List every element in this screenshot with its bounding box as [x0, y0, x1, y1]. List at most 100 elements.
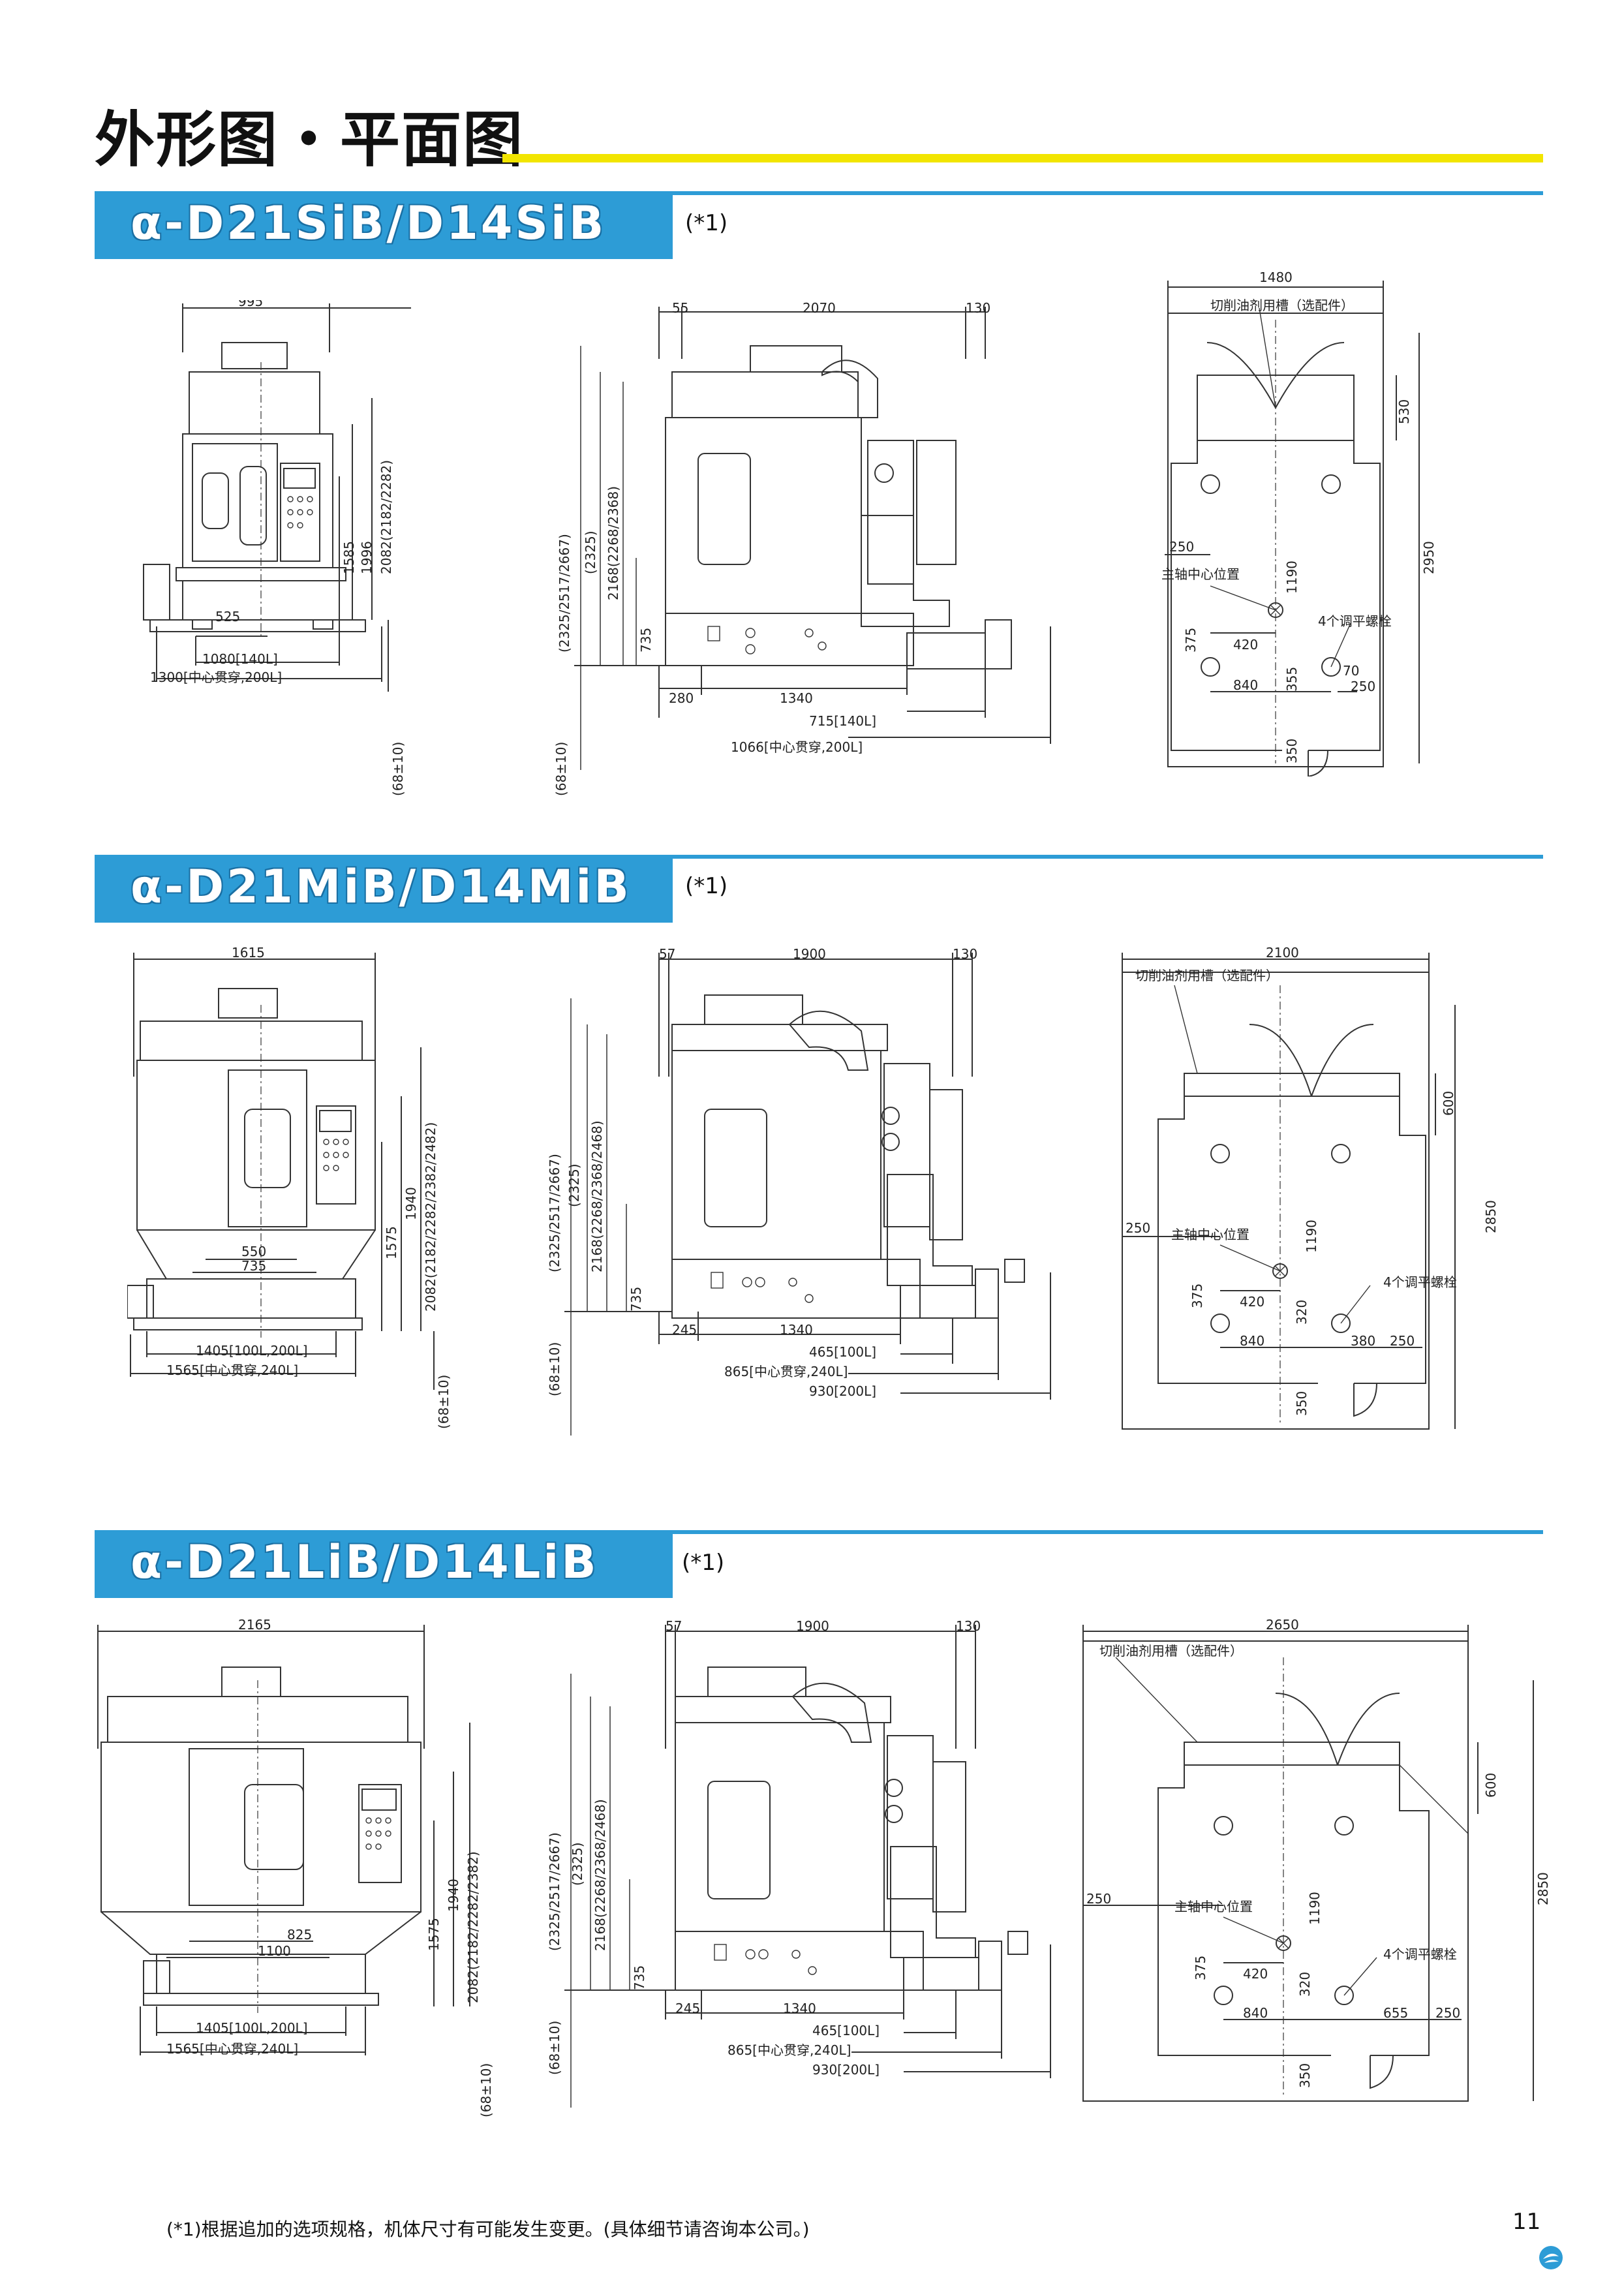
dim-h4-l: (68±10) [478, 2063, 494, 2117]
spindle-label-s: 主轴中心位置 [1161, 566, 1240, 582]
dim-side-b5-l: 930[200L] [812, 2062, 880, 2078]
dim-side-v5: (68±10) [553, 741, 569, 796]
dim-side-b4-l: 865[中心贯穿,240L] [728, 2042, 851, 2058]
dim-plan-375-l: 375 [1193, 1955, 1208, 1980]
dim-front-width-m: 1615 [232, 946, 265, 960]
dim-plan-250r-l: 250 [1435, 2005, 1461, 2021]
dim-plan-420-m: 420 [1240, 1294, 1265, 1310]
side-view-s: 55 2070 130 (2325/2517/2667) (2325) 2168… [535, 300, 1077, 809]
dim-plan-top: 530 [1396, 399, 1412, 424]
section-note-m: (*1) [685, 873, 728, 899]
dim-side-top-right-m: 130 [953, 946, 978, 962]
dim-side-top-left: 55 [672, 300, 689, 316]
section-rule-m [673, 855, 1543, 859]
dim-h3: 2082(2182/2282) [378, 459, 394, 574]
dim-option-width-m: 1565[中心贯穿,240L] [166, 1362, 299, 1378]
dim-plan-320-m: 320 [1294, 1299, 1310, 1325]
dim-table-width2-m: 735 [241, 1258, 267, 1274]
plan-view-m: 2100 切削油剂用槽（选配件） 主轴中心位置 4个调平螺栓 2850 600 … [1109, 946, 1527, 1442]
dim-plan-width-l: 2650 [1266, 1618, 1299, 1633]
dim-plan-250r: 250 [1351, 679, 1376, 694]
dim-base-width-l: 1405[100L,200L] [196, 2020, 308, 2036]
dim-side-v3-m: 2168(2268/2368/2468) [589, 1120, 605, 1272]
dim-side-b2-m: 1340 [780, 1322, 813, 1338]
dim-side-v3: 2168(2268/2368) [605, 485, 621, 600]
title-rule [502, 154, 1543, 162]
dim-plan-420: 420 [1233, 637, 1259, 653]
dim-h1: 1585 [341, 541, 357, 574]
section-header-l: α-D21LiB/D14LiB [95, 1530, 673, 1598]
section-header-s: α-D21SiB/D14SiB [95, 191, 673, 259]
dim-plan-left: 250 [1169, 539, 1195, 555]
dim-side-v5-l: (68±10) [547, 2020, 562, 2075]
dim-side-top-right: 130 [966, 300, 991, 316]
dim-side-top-mid-l: 1900 [796, 1618, 829, 1634]
front-view-l: 2165 825 1100 1405[100L,200L] 1565[中心贯穿,… [91, 1618, 476, 2134]
dim-h2-m: 1940 [403, 1187, 419, 1220]
dim-side-v1-m: (2325/2517/2667) [547, 1154, 562, 1272]
spindle-label-l: 主轴中心位置 [1174, 1899, 1253, 1914]
dim-h2: 1996 [359, 541, 375, 574]
front-view-m: 1615 550 735 1405[100L,200L] 1565[中心贯穿,2… [127, 946, 467, 1442]
dim-side-b3-l: 465[100L] [812, 2023, 880, 2038]
dim-side-b2-l: 1340 [783, 2001, 816, 2016]
dim-side-b1-m: 245 [672, 1322, 697, 1338]
dim-plan-420-l: 420 [1243, 1966, 1268, 1982]
dim-side-b1-l: 245 [675, 2001, 701, 2016]
dim-plan-spindle: 1190 [1284, 561, 1300, 594]
dim-option-width-l: 1565[中心贯穿,240L] [166, 2041, 299, 2057]
dim-plan-655-l: 655 [1383, 2005, 1409, 2021]
dim-plan-spindle-m: 1190 [1304, 1220, 1319, 1253]
dim-side-v3-l: 2168(2268/2368/2468) [592, 1799, 608, 1951]
dim-plan-350: 350 [1284, 738, 1300, 763]
bolt-label-s: 4个调平螺栓 [1318, 613, 1392, 629]
section-header-m: α-D21MiB/D14MiB [95, 855, 673, 923]
dim-plan-355: 355 [1284, 666, 1300, 692]
dim-side-b5-m: 930[200L] [809, 1383, 877, 1399]
dim-plan-250r-m: 250 [1390, 1333, 1415, 1349]
page-number: 11 [1512, 2209, 1541, 2235]
dim-plan-840-m: 840 [1240, 1333, 1265, 1349]
plan-view-l: 2650 切削油剂用槽（选配件） 主轴中心位置 4个调平螺栓 2850 600 … [1077, 1618, 1579, 2114]
dim-side-b4: 1066[中心贯穿,200L] [731, 739, 863, 755]
dim-side-top-right-l: 130 [956, 1618, 981, 1634]
dim-plan-320-l: 320 [1297, 1971, 1313, 1997]
dim-plan-spindle-l: 1190 [1307, 1892, 1323, 1925]
dim-plan-380-m: 380 [1351, 1333, 1376, 1349]
dim-plan-375: 375 [1183, 627, 1199, 653]
dim-h1-l: 1575 [426, 1918, 442, 1951]
dim-side-b1: 280 [669, 690, 694, 706]
dim-h1-m: 1575 [384, 1226, 399, 1259]
dim-plan-top-m: 600 [1441, 1090, 1456, 1116]
dim-plan-top-l: 600 [1483, 1772, 1499, 1798]
dim-side-v4-m: 735 [628, 1286, 644, 1312]
dim-plan-left-m: 250 [1126, 1220, 1151, 1236]
plan-view-s: 1480 切削油剂用槽（选配件） 主轴中心位置 4个调平螺栓 2950 530 … [1161, 268, 1514, 776]
dim-plan-840: 840 [1233, 677, 1259, 693]
side-view-m: 57 1900 130 (2325/2517/2667) (2325) 2168… [535, 946, 1077, 1481]
coolant-label-s: 切削油剂用槽（选配件） [1210, 298, 1354, 313]
dim-base-width: 1080[140L] [202, 651, 278, 667]
dim-plan-350-m: 350 [1294, 1390, 1310, 1416]
model-name-m: α-D21MiB/D14MiB [130, 860, 632, 914]
dim-h2-l: 1940 [446, 1879, 461, 1912]
dim-table-width-m: 550 [241, 1244, 267, 1259]
dim-side-top-left-l: 57 [666, 1618, 682, 1634]
dim-side-b3-m: 465[100L] [809, 1344, 877, 1360]
coolant-label-m: 切削油剂用槽（选配件） [1135, 968, 1279, 983]
dim-side-v2-m: (2325) [566, 1163, 582, 1207]
section-note-s: (*1) [685, 210, 728, 236]
dim-side-top-left-m: 57 [659, 946, 676, 962]
dim-side-v4: 735 [638, 627, 654, 653]
dim-plan-350-l: 350 [1297, 2063, 1313, 2088]
footnote: (*1)根据追加的选项规格，机体尺寸有可能发生变更。(具体细节请咨询本公司。) [166, 2219, 810, 2240]
dim-h3-m: 2082(2182/2282/2382/2482) [423, 1122, 438, 1312]
coolant-label-l: 切削油剂用槽（选配件） [1099, 1643, 1243, 1659]
side-view-l: 57 1900 130 (2325/2517/2667) (2325) 2168… [535, 1618, 1077, 2153]
bolt-label-m: 4个调平螺栓 [1383, 1274, 1457, 1290]
dim-h4: (68±10) [390, 741, 406, 796]
dim-plan-depth-m: 2850 [1483, 1200, 1499, 1233]
dim-option-width: 1300[中心贯穿,200L] [150, 669, 283, 685]
dim-side-b3: 715[140L] [809, 713, 877, 729]
section-note-l: (*1) [682, 1550, 725, 1576]
